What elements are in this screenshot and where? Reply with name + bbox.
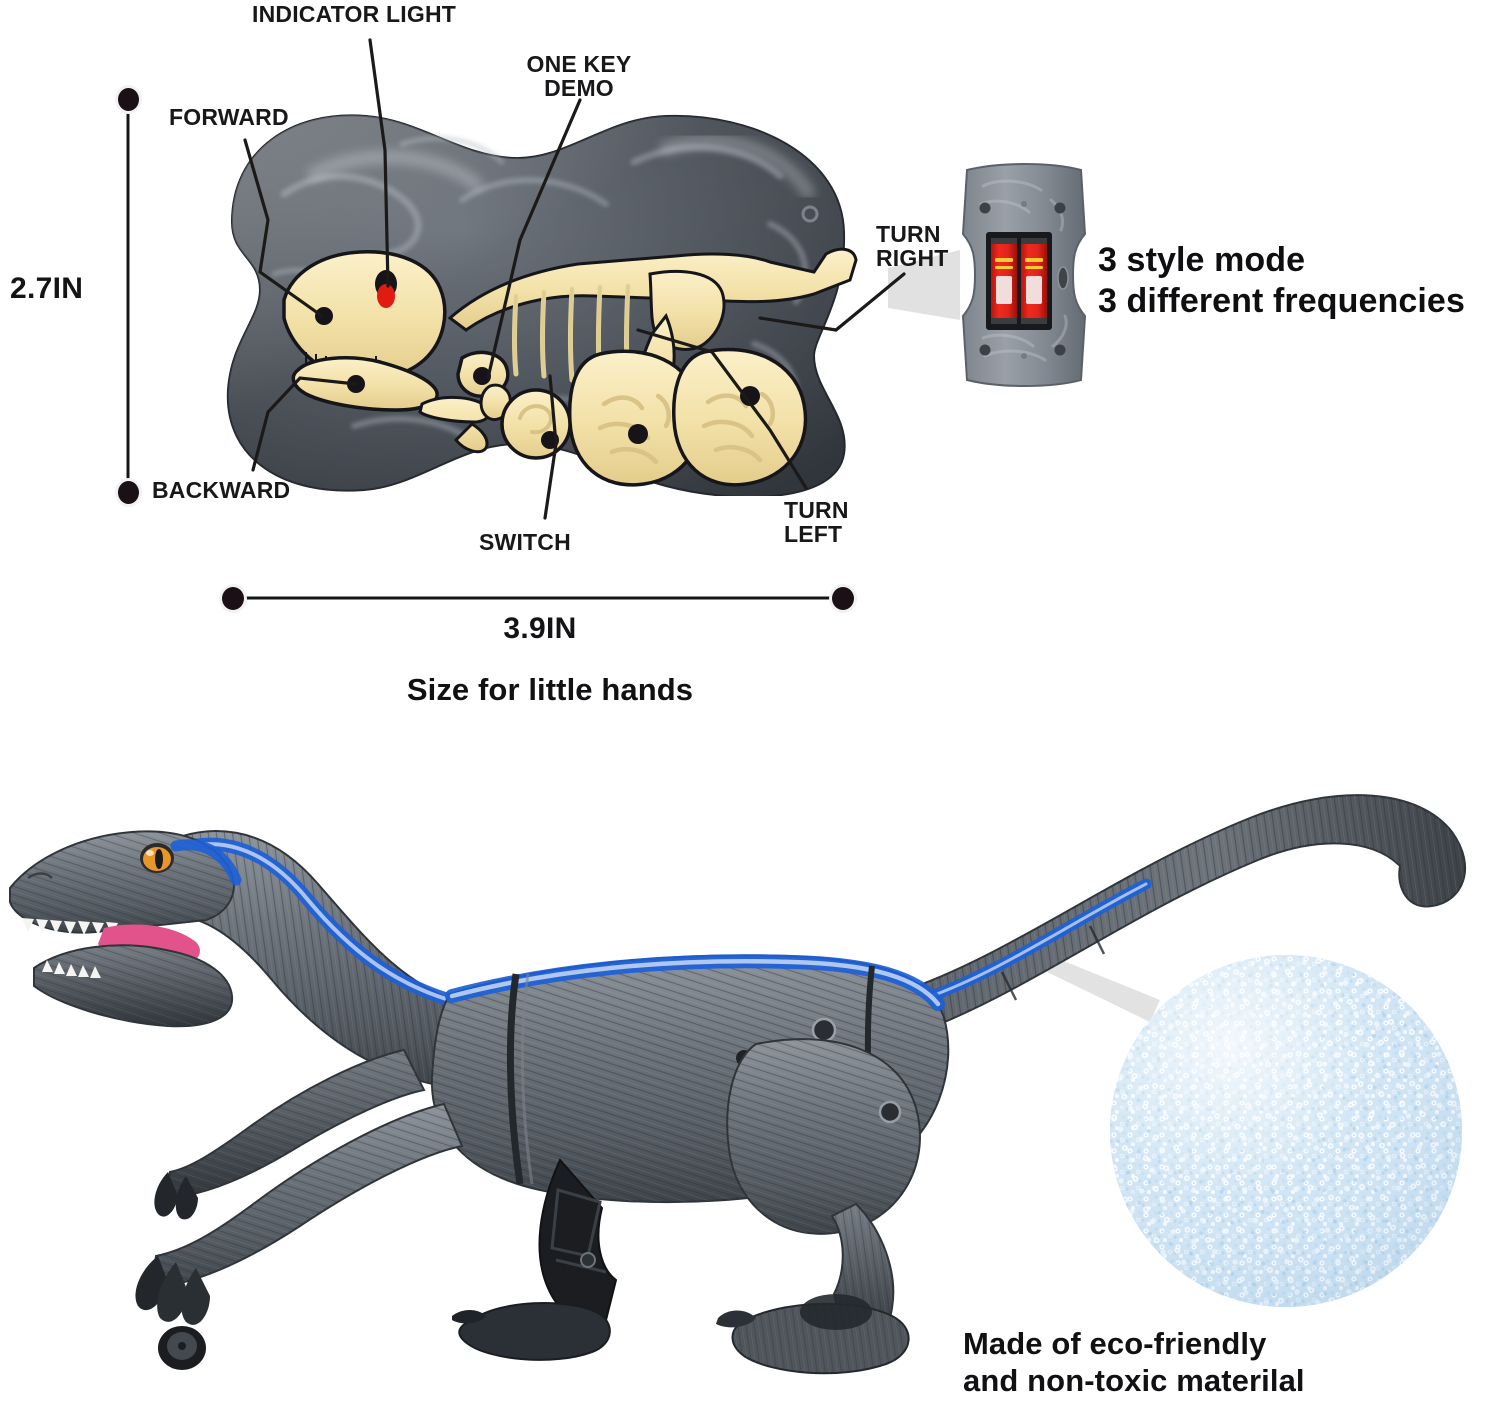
dinosaur-front-arm-far bbox=[154, 1048, 426, 1220]
height-dimension-label: 2.7IN bbox=[10, 272, 84, 305]
near-arm-claws bbox=[135, 1256, 210, 1325]
screw-hole-bottom-right bbox=[1054, 344, 1066, 356]
button-switch[interactable] bbox=[500, 388, 572, 460]
callout-indicator-light: INDICATOR LIGHT bbox=[252, 1, 457, 27]
dinosaur-graphic bbox=[9, 794, 1467, 1375]
size-caption: Size for little hands bbox=[406, 672, 694, 707]
callout-forward: FORWARD bbox=[169, 104, 289, 130]
battery-latch[interactable] bbox=[1057, 266, 1069, 290]
one-key-demo-contact-dot bbox=[473, 367, 491, 385]
screw-hole-bottom-left bbox=[979, 344, 991, 356]
upper-teeth bbox=[22, 918, 118, 935]
battery-compartment-graphic bbox=[961, 163, 1087, 387]
forward-contact-dot bbox=[315, 307, 333, 325]
hip-screw bbox=[811, 1017, 837, 1043]
remote-control-graphic bbox=[226, 114, 858, 498]
switch-contact-dot bbox=[541, 431, 559, 449]
screw-hole-top-left bbox=[979, 202, 991, 214]
screw-hole-top-center bbox=[1021, 201, 1027, 207]
height-dim-dot-bottom bbox=[118, 481, 139, 504]
callout-turn-right: TURN RIGHT bbox=[876, 221, 949, 272]
remote-screw bbox=[801, 205, 819, 223]
battery-cell-2 bbox=[1021, 238, 1047, 324]
support-wheel bbox=[158, 1326, 206, 1370]
callout-turn-left: TURN LEFT bbox=[784, 497, 849, 548]
callout-switch: SWITCH bbox=[479, 529, 571, 555]
dinosaur-front-arm-near bbox=[135, 1102, 464, 1370]
body-joint-seam bbox=[506, 973, 534, 1185]
button-turn-right[interactable] bbox=[672, 347, 808, 487]
remote-control[interactable] bbox=[214, 104, 860, 498]
lower-teeth bbox=[42, 960, 101, 978]
width-dimension-label: 3.9IN bbox=[503, 612, 577, 645]
dinosaur-hind-leg-near bbox=[716, 1038, 921, 1375]
material-magnifier bbox=[1110, 955, 1462, 1307]
far-arm-claws bbox=[154, 1172, 198, 1220]
dinosaur-hind-leg-far bbox=[452, 1158, 618, 1361]
material-pellets bbox=[1110, 955, 1462, 1307]
battery-cell-1 bbox=[991, 238, 1017, 324]
far-foot bbox=[458, 1301, 611, 1361]
width-dim-dot-left bbox=[222, 587, 244, 610]
screw-hole-bottom-center bbox=[1021, 353, 1027, 359]
near-foot-claw bbox=[716, 1310, 756, 1328]
backward-contact-dot bbox=[347, 375, 365, 393]
height-dim-dot-top bbox=[118, 88, 139, 111]
features-headline: 3 style mode 3 different frequencies bbox=[1098, 241, 1465, 320]
rc-dinosaur-toy[interactable] bbox=[0, 760, 1500, 1410]
turn-right-contact-dot bbox=[740, 386, 760, 406]
knee-screw bbox=[878, 1100, 902, 1124]
material-caption: Made of eco-friendly and non-toxic mater… bbox=[963, 1326, 1305, 1398]
dinosaur-head bbox=[9, 830, 242, 1028]
callout-one-key-demo: ONE KEY DEMO bbox=[526, 51, 632, 102]
screw-hole-top-right bbox=[1054, 202, 1066, 214]
callout-backward: BACKWARD bbox=[152, 477, 291, 503]
turn-left-contact-dot bbox=[628, 424, 648, 444]
width-dim-dot-right bbox=[832, 587, 854, 610]
battery-compartment bbox=[955, 160, 1095, 390]
dinosaur-eye bbox=[140, 843, 174, 873]
dinosaur-tail bbox=[898, 794, 1467, 1030]
